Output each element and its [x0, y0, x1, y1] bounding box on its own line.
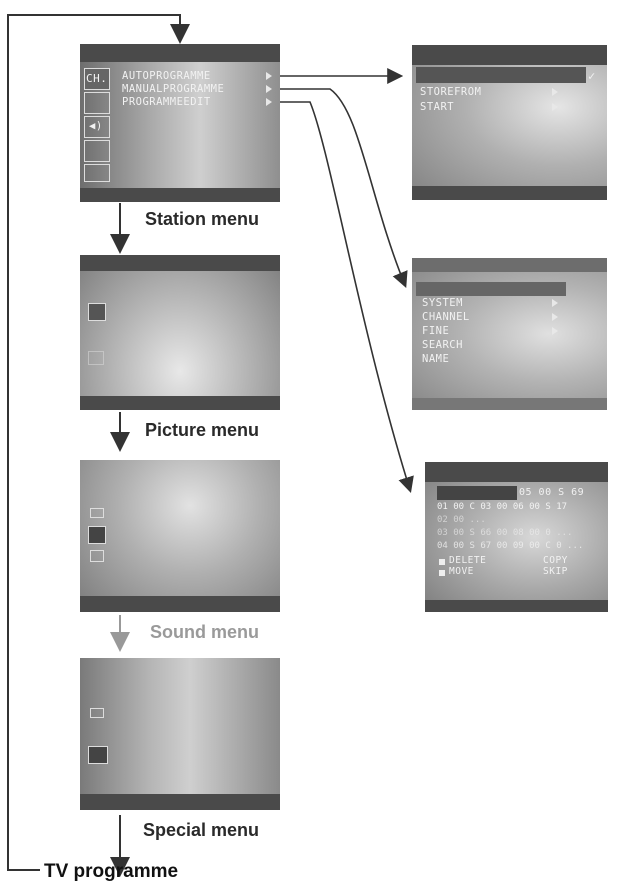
programme-edit-submenu: 05 00 S 69 01 00 C 03 00 06 00 S 17 02 0… — [425, 462, 608, 612]
menu-item-search[interactable]: SEARCH — [422, 339, 463, 351]
chevron-right-icon — [552, 313, 558, 321]
chevron-right-icon — [552, 103, 558, 111]
edit-submenu-bottom-bar — [425, 600, 608, 612]
station-menu-bottom-bar — [80, 188, 280, 202]
menu-item-manual-programme[interactable]: MANUALPROGRAMME — [122, 83, 225, 95]
special-icon — [88, 746, 108, 764]
special-menu-caption: Special menu — [143, 820, 260, 840]
blank-icon — [84, 164, 110, 182]
picture-icon — [88, 303, 106, 321]
action-delete[interactable]: DELETE — [449, 555, 487, 566]
red-button-icon — [439, 559, 445, 565]
menu-item-auto-programme[interactable]: AUTOPROGRAMME — [122, 70, 211, 82]
station-menu-screen: CH. ◀) AUTOPROGRAMME MANUALPROGRAMME PRO… — [80, 44, 280, 202]
edit-submenu-highlight — [437, 486, 517, 500]
chevron-right-icon — [552, 88, 558, 96]
menu-item-channel[interactable]: CHANNEL — [422, 311, 470, 323]
picture-menu-bottom-bar — [80, 396, 280, 410]
auto-programme-submenu: ✓ STOREFROM START — [412, 45, 607, 200]
auto-submenu-top-bar — [412, 45, 607, 65]
edit-submenu-top-bar — [425, 462, 608, 482]
edit-header: 05 00 S 69 — [519, 487, 585, 498]
menu-item-store-from[interactable]: STOREFROM — [420, 86, 482, 98]
chevron-right-icon — [266, 85, 272, 93]
menu-item-start[interactable]: START — [420, 101, 455, 113]
special-menu-bottom-bar — [80, 794, 280, 810]
picture-menu-top-bar — [80, 255, 280, 271]
manual-submenu-top-bar — [412, 258, 607, 272]
special-menu-screen — [80, 658, 280, 810]
channel-icon[interactable]: CH. — [84, 68, 110, 90]
menu-item-fine[interactable]: FINE — [422, 325, 450, 337]
picture-menu-caption: Picture menu — [145, 420, 260, 440]
edit-row-1[interactable]: 01 00 C 03 00 06 00 S 17 — [437, 502, 568, 512]
action-move[interactable]: MOVE — [449, 566, 474, 577]
special-icon — [90, 550, 104, 562]
sound-menu-caption: Sound menu — [150, 622, 259, 642]
loop-line — [7, 14, 190, 871]
action-copy[interactable]: COPY — [543, 555, 568, 566]
chevron-right-icon — [266, 98, 272, 106]
yellow-button-icon — [439, 570, 445, 576]
special-icon — [88, 351, 104, 365]
sound-menu-screen — [80, 460, 280, 612]
chevron-right-icon — [552, 299, 558, 307]
action-skip[interactable]: SKIP — [543, 566, 568, 577]
connector-manual — [270, 88, 408, 288]
menu-item-system[interactable]: SYSTEM — [422, 297, 463, 309]
picture-menu-screen — [80, 255, 280, 410]
picture-icon — [90, 708, 104, 718]
menu-item-name[interactable]: NAME — [422, 353, 450, 365]
edit-row-2[interactable]: 02 00 ... — [437, 515, 486, 525]
chevron-right-icon — [552, 327, 558, 335]
speaker-icon: ◀) — [89, 120, 103, 132]
chevron-right-icon — [266, 72, 272, 80]
tv-programme-label: TV programme — [44, 861, 179, 882]
station-menu-caption: Station menu — [145, 209, 260, 229]
auto-submenu-highlight — [416, 67, 586, 83]
check-icon: ✓ — [588, 69, 596, 83]
speaker-icon — [88, 526, 106, 544]
connector-edit — [270, 101, 414, 494]
sound-menu-bottom-bar — [80, 596, 280, 612]
auto-submenu-bottom-bar — [412, 186, 607, 200]
manual-programme-submenu: SYSTEM CHANNEL FINE SEARCH NAME — [412, 258, 607, 410]
menu-item-programme-edit[interactable]: PROGRAMMEEDIT — [122, 96, 211, 108]
special-icon[interactable] — [84, 140, 110, 162]
picture-icon[interactable] — [84, 92, 110, 114]
station-menu-top-bar — [80, 44, 280, 62]
manual-submenu-bottom-bar — [412, 398, 607, 410]
picture-icon — [90, 508, 104, 518]
channel-icon-label: CH. — [86, 72, 108, 85]
edit-row-3[interactable]: 03 00 S 66 00 08 00 0 ... — [437, 528, 573, 538]
sound-icon[interactable]: ◀) — [84, 116, 110, 138]
manual-submenu-highlight — [416, 282, 566, 296]
edit-row-4[interactable]: 04 00 S 67 00 09 00 C 0 ... — [437, 541, 584, 551]
